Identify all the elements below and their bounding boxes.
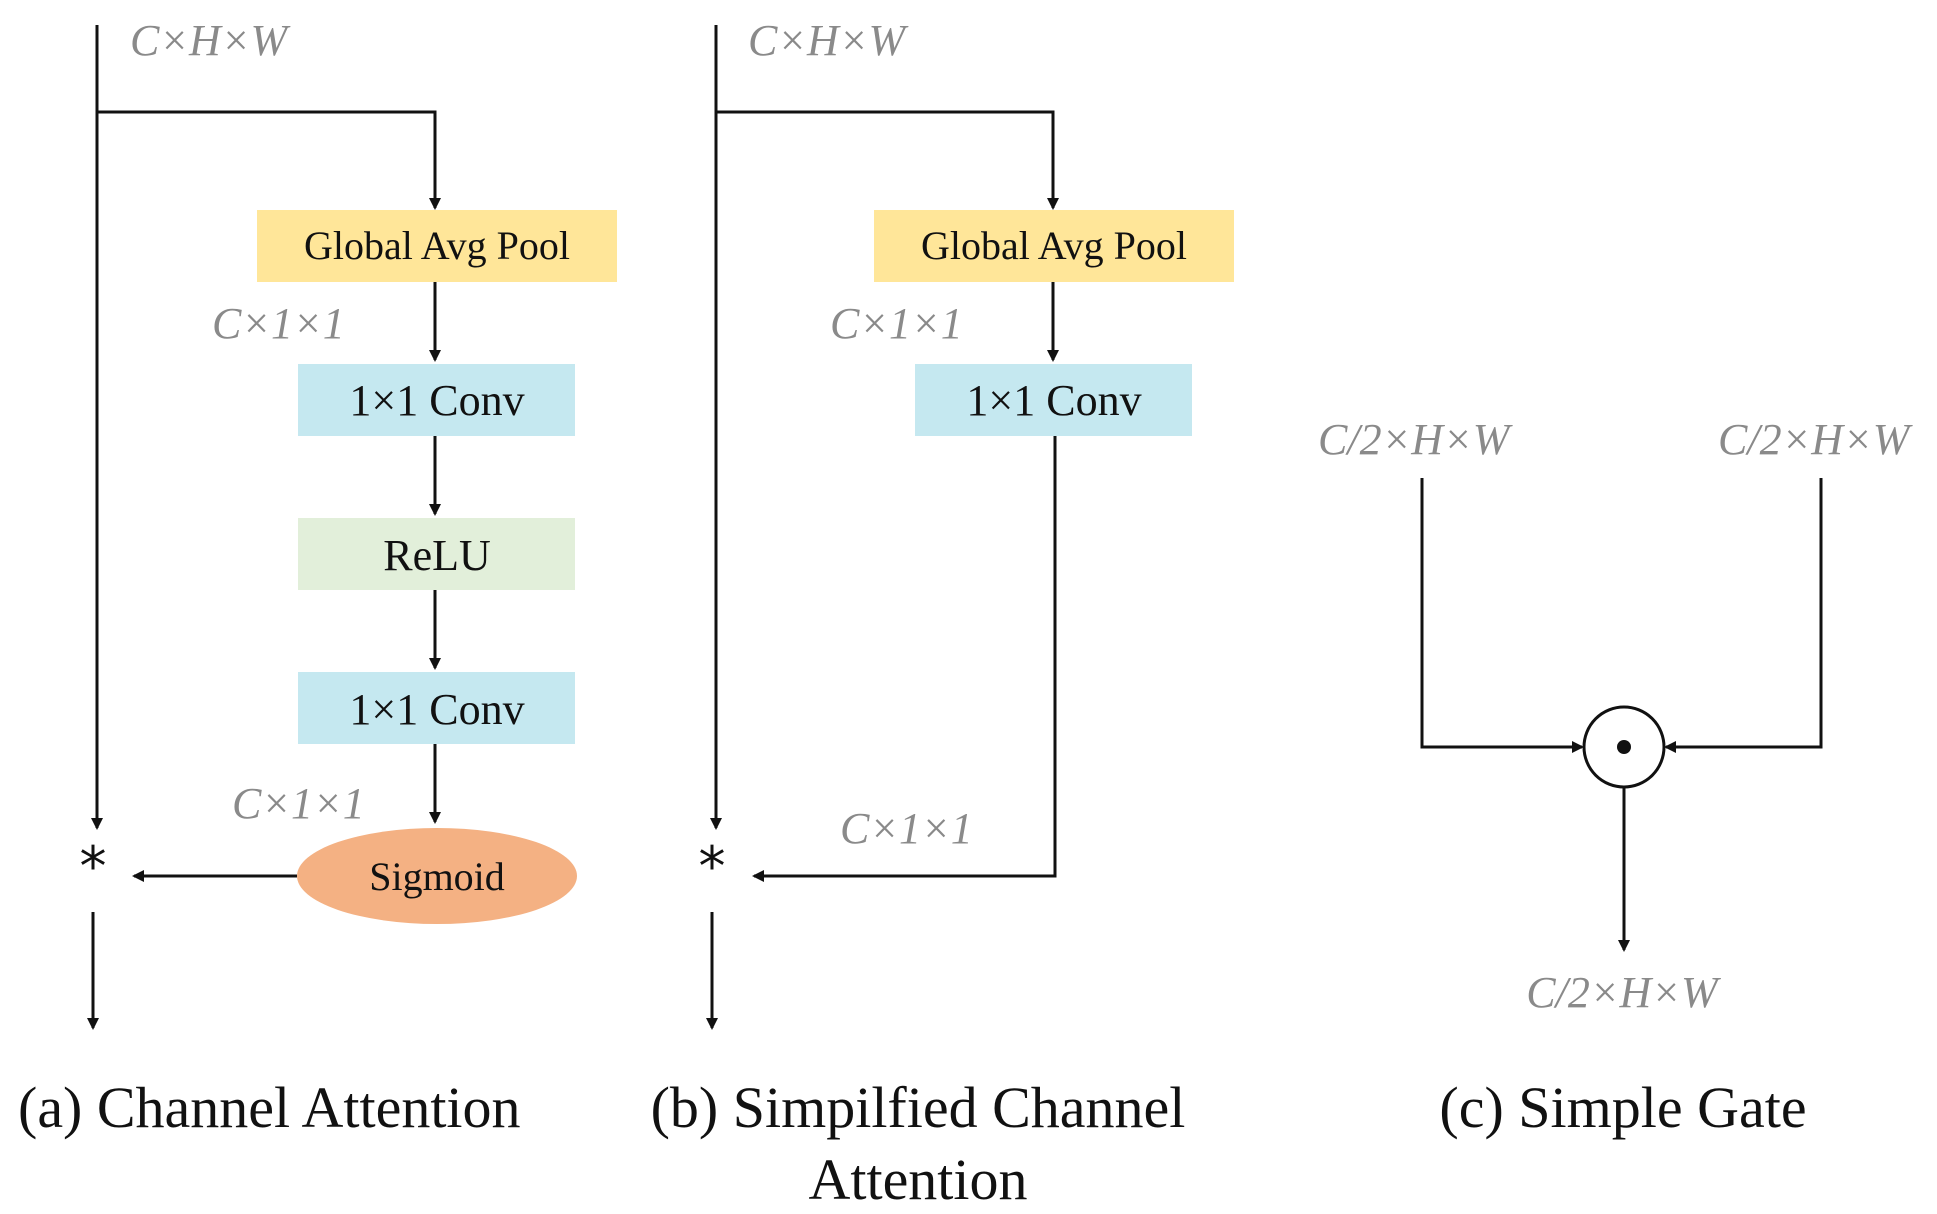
input-dim-label: C×H×W: [748, 16, 909, 65]
global-avg-pool-block: [257, 210, 617, 282]
input-dim-label: C×H×W: [130, 16, 291, 65]
sigmoid-block: [297, 828, 577, 924]
pooled-dim-label: C×1×1: [830, 299, 963, 348]
pooled-dim-label: C×1×1: [212, 299, 345, 348]
conv1x1-block: [915, 364, 1192, 436]
branch-to-pool-arrow: [97, 110, 441, 210]
conv1x1-label-2: 1×1 Conv: [349, 685, 524, 734]
caption-simplified-line-2: Attention: [808, 1147, 1027, 1212]
panel-simplified-channel-attention: C×H×W Global Avg Pool C×1×1 1×1 Conv C×1…: [651, 16, 1234, 1212]
multiply-icon: *: [699, 835, 726, 898]
sigmoid-label: Sigmoid: [369, 854, 505, 899]
conv1x1-label: 1×1 Conv: [966, 376, 1141, 425]
relu-label: ReLU: [383, 531, 491, 580]
conv-to-multiply-arrow: [752, 436, 1057, 882]
relu-block: [298, 518, 575, 590]
left-input-arrow: [1420, 478, 1584, 753]
global-avg-pool-block: [874, 210, 1234, 282]
panel-channel-attention: C×H×W Global Avg Pool C×1×1 1×1 Conv ReL…: [18, 16, 617, 1140]
caption-simple-gate: (c) Simple Gate: [1439, 1075, 1806, 1140]
right-input-dim-label: C/2×H×W: [1718, 415, 1913, 464]
panel-simple-gate: C/2×H×W C/2×H×W C/2×H×W (c) Simple Gate: [1318, 415, 1913, 1140]
output-dim-label: C/2×H×W: [1526, 968, 1721, 1017]
caption-channel-attention: (a) Channel Attention: [18, 1075, 521, 1140]
product-dot-icon: [1617, 740, 1631, 754]
attn-dim-label: C×1×1: [840, 804, 973, 853]
branch-to-pool-arrow: [716, 110, 1059, 210]
left-input-dim-label: C/2×H×W: [1318, 415, 1513, 464]
multiply-icon: *: [80, 835, 107, 898]
conv1x1-block-2: [298, 672, 575, 744]
global-avg-pool-label: Global Avg Pool: [921, 223, 1187, 268]
conv1x1-block-1: [298, 364, 575, 436]
right-input-arrow: [1664, 478, 1823, 753]
caption-simplified-line-1: (b) Simpilfied Channel: [651, 1075, 1186, 1140]
conv1x1-label-1: 1×1 Conv: [349, 376, 524, 425]
attn-dim-label: C×1×1: [232, 779, 365, 828]
global-avg-pool-label: Global Avg Pool: [304, 223, 570, 268]
